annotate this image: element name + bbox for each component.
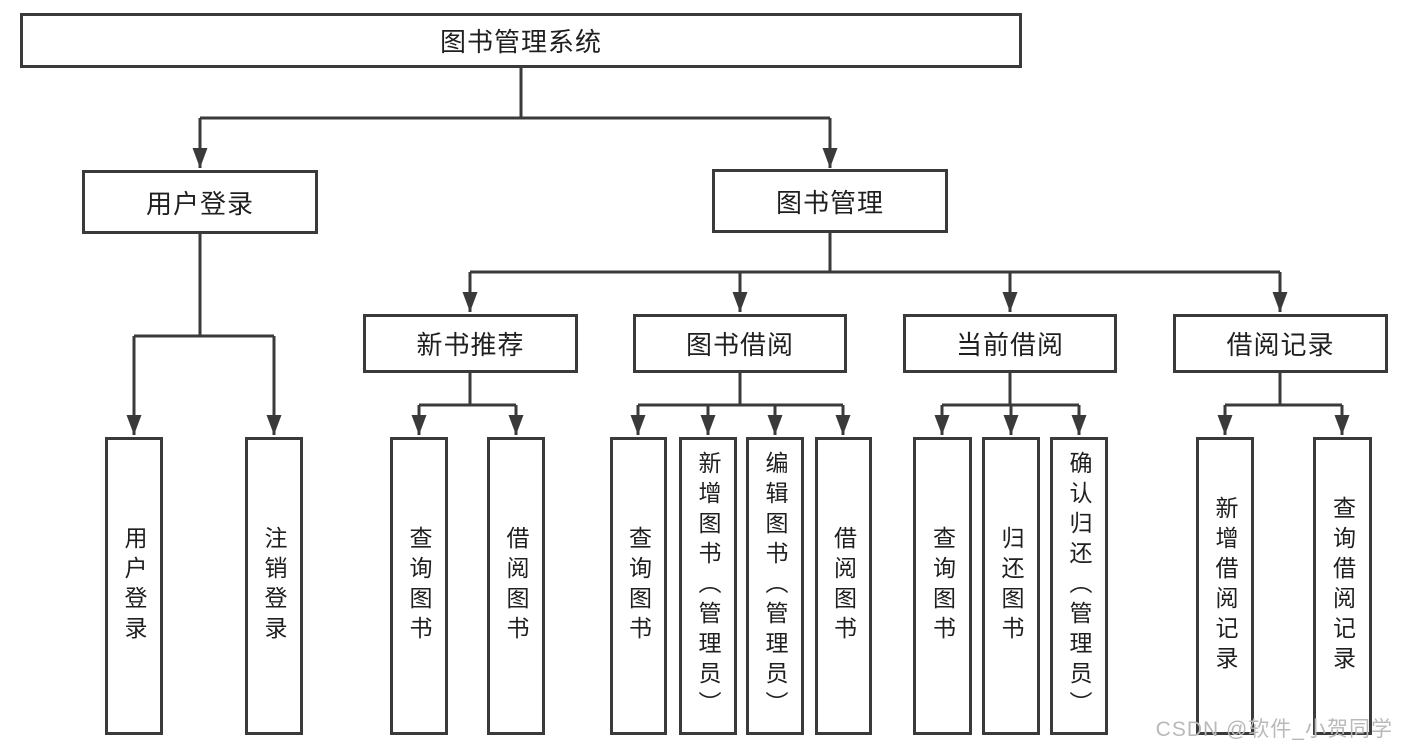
connector-current-borrow-children xyxy=(934,372,1087,435)
leaf-bb-borrow-book: 借阅图书 xyxy=(815,437,872,735)
connector-book-management-children xyxy=(462,232,1288,312)
leaf-br-query-record: 查询借阅记录 xyxy=(1313,437,1372,735)
node-current-borrowing: 当前借阅 xyxy=(903,314,1117,373)
leaf-nbr-query-book: 查询图书 xyxy=(390,437,448,735)
connector-records-children xyxy=(1217,372,1350,435)
node-book-management: 图书管理 xyxy=(712,169,948,233)
leaf-bb-edit-book-admin: 编辑图书（管理员） xyxy=(746,437,804,735)
leaf-nbr-borrow-book: 借阅图书 xyxy=(487,437,545,735)
node-book-borrowing: 图书借阅 xyxy=(633,314,847,373)
node-borrowing-records: 借阅记录 xyxy=(1173,314,1388,373)
connector-user-login-children xyxy=(126,233,282,435)
node-system-root: 图书管理系统 xyxy=(20,13,1022,68)
leaf-bb-query-book: 查询图书 xyxy=(610,437,667,735)
leaf-cb-confirm-return-admin: 确认归还（管理员） xyxy=(1050,437,1108,735)
connector-new-book-children xyxy=(411,372,524,435)
leaf-bb-add-book-admin: 新增图书（管理员） xyxy=(679,437,737,735)
csdn-watermark: CSDN @软件_小贺同学 xyxy=(1155,718,1393,741)
leaf-br-add-record: 新增借阅记录 xyxy=(1196,437,1254,735)
leaf-user-login: 用户登录 xyxy=(105,437,163,735)
node-user-login: 用户登录 xyxy=(82,170,318,234)
leaf-cb-return-book: 归还图书 xyxy=(982,437,1040,735)
connector-root-split xyxy=(192,66,838,168)
node-new-book-recommendation: 新书推荐 xyxy=(363,314,578,373)
leaf-cb-query-book: 查询图书 xyxy=(913,437,972,735)
leaf-logout: 注销登录 xyxy=(245,437,303,735)
connector-book-borrow-children xyxy=(630,372,851,435)
